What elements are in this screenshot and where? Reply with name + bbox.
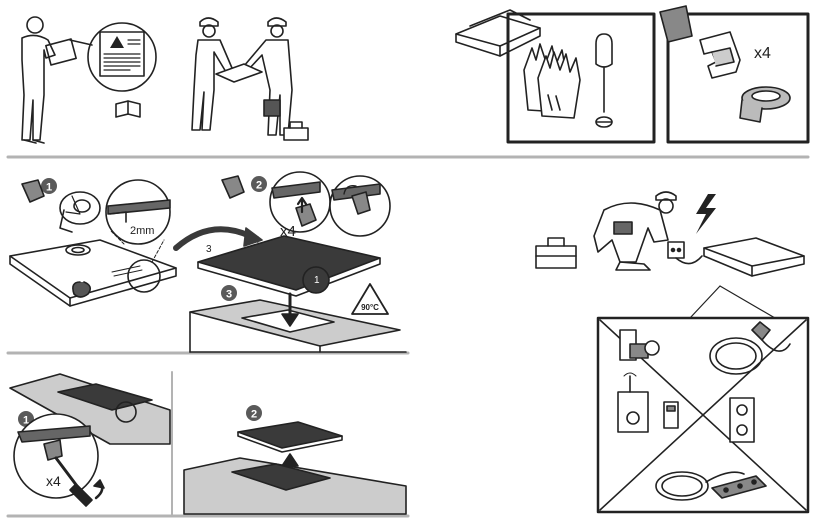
svg-text:90°C: 90°C	[361, 303, 379, 312]
lightning-icon	[696, 194, 716, 234]
manual-page-icon	[69, 22, 157, 92]
power-strip-icon	[655, 471, 767, 501]
screwdriver-icon	[595, 33, 613, 128]
electric-socket-icon	[667, 241, 703, 265]
wireless-timer-icon	[617, 372, 679, 433]
removal2-worktop-icon	[183, 457, 407, 515]
lifted-hob-icon	[237, 421, 343, 453]
rotate-arrow-icon	[173, 226, 263, 251]
electrician-toolbox-icon	[535, 237, 577, 269]
extension-cable-icon	[709, 321, 791, 375]
electrician-icon	[593, 191, 677, 271]
divider-lines	[6, 155, 810, 518]
installers-icon	[191, 17, 293, 136]
sealing-tape-icon	[739, 86, 791, 123]
step1-badge: 1	[41, 178, 57, 194]
open-toolbox-icon	[455, 9, 541, 57]
clips-frame	[666, 12, 810, 144]
hob-box-icon	[703, 237, 805, 277]
removal2-badge: 2	[246, 405, 262, 421]
side-label-3: 3	[206, 244, 212, 255]
gloves-icon	[523, 43, 581, 119]
multi-socket-icon	[729, 397, 755, 443]
temperature-warning-icon: 90°C	[351, 283, 389, 315]
clip-icon	[699, 31, 741, 79]
tape-bag-icon	[21, 179, 45, 203]
step2-badge: 2	[251, 176, 267, 192]
hob-underside-icon	[9, 229, 177, 307]
toolbox-icon	[283, 121, 309, 141]
clip-detail-icon	[269, 171, 331, 233]
forbidden-frame	[596, 285, 810, 514]
hob-top-icon	[197, 235, 381, 297]
down-arrow-icon	[281, 292, 299, 327]
svg-text:2: 2	[251, 409, 257, 421]
svg-text:2: 2	[256, 180, 262, 192]
book-icon	[115, 100, 141, 118]
svg-text:3: 3	[226, 289, 232, 301]
clip-bag-icon	[221, 175, 245, 199]
step3-badge: 3	[221, 285, 237, 301]
clips-multiplier: x4	[754, 45, 771, 62]
manual-person-icon	[21, 16, 77, 144]
screw-detail-icon	[13, 413, 105, 507]
gap-label: 2mm	[130, 225, 154, 237]
adapter-plug-icon	[619, 329, 660, 361]
removal-worktop-icon	[9, 373, 171, 445]
screws-count-label: x4	[46, 473, 61, 489]
tape-roll-icon	[59, 191, 101, 233]
clip-fitted-detail-icon	[329, 175, 391, 237]
bag-icon	[659, 5, 693, 43]
gap-detail-icon	[105, 179, 171, 245]
svg-text:1: 1	[46, 182, 52, 194]
svg-text:1: 1	[23, 415, 29, 427]
side-label-1: 1	[314, 275, 320, 286]
tools-frame	[506, 12, 656, 144]
